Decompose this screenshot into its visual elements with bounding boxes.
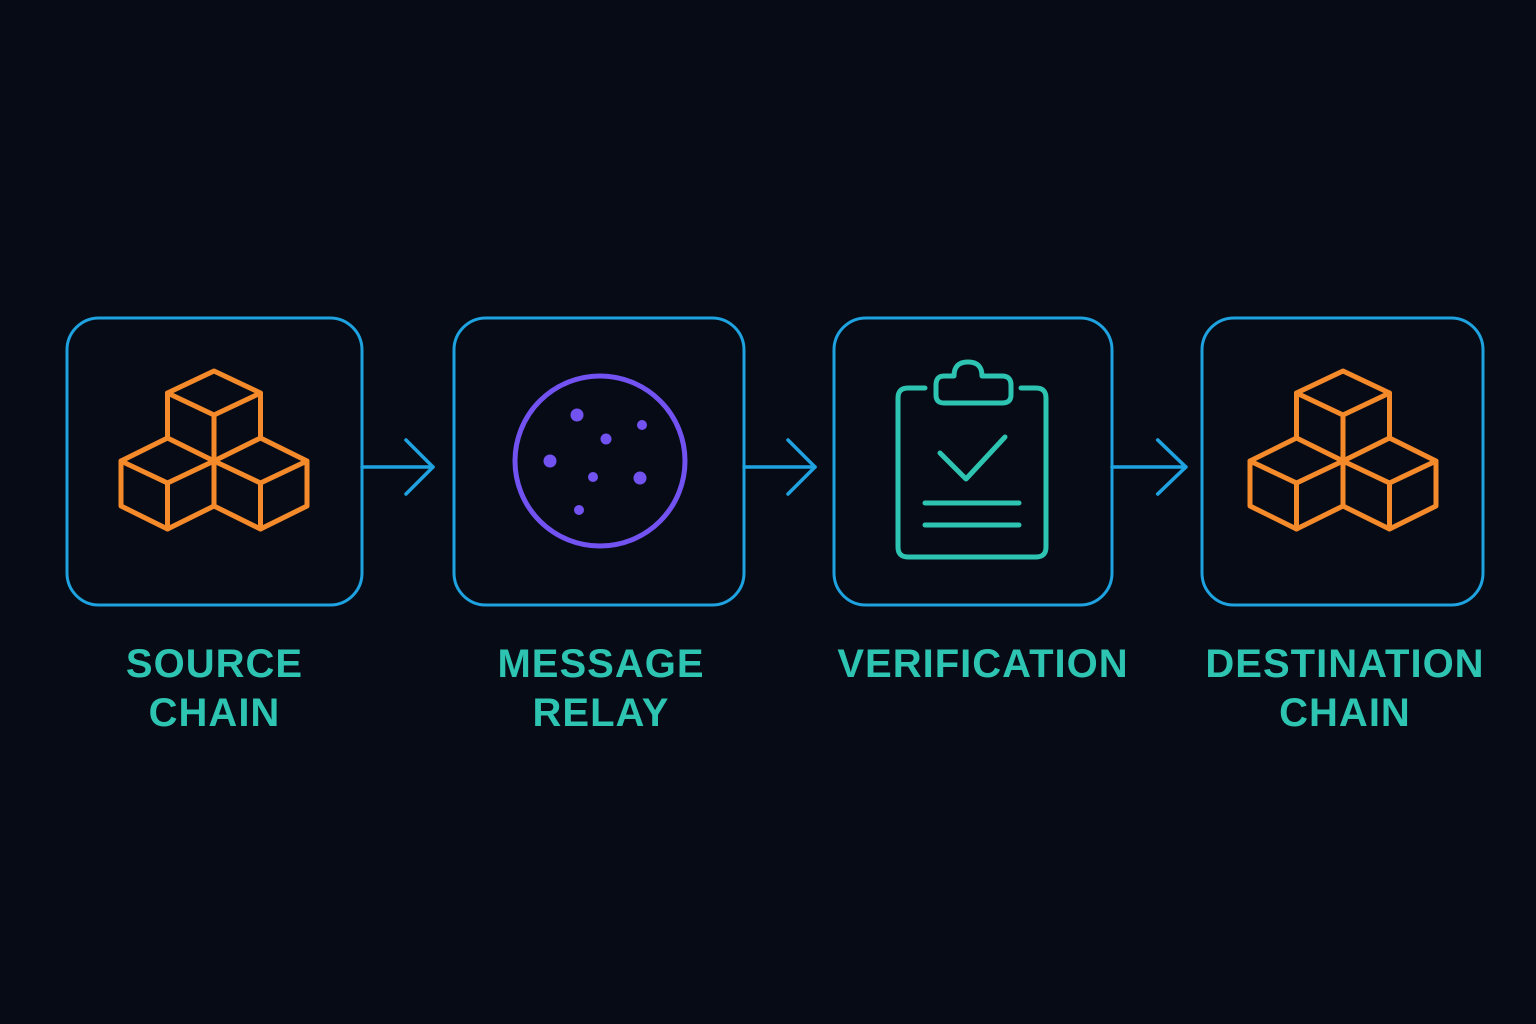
arrow-right-icon [360, 438, 435, 496]
step-verification [832, 316, 1114, 607]
message-relay-label: MESSAGE RELAY [454, 640, 748, 738]
source-chain-box [65, 316, 364, 607]
verification-box [832, 316, 1114, 607]
verification-label: VERIFICATION [824, 640, 1142, 689]
label-line-2: CHAIN [148, 691, 281, 735]
cubes-icon [121, 371, 307, 529]
arrow-right-icon [742, 438, 817, 496]
destination-chain-label: DESTINATION CHAIN [1192, 640, 1498, 738]
destination-chain-box [1200, 316, 1485, 607]
label-line-1: SOURCE [125, 642, 304, 686]
label-line-2: RELAY [532, 691, 670, 735]
source-chain-label: SOURCE CHAIN [67, 640, 362, 738]
label-line-1: VERIFICATION [837, 642, 1129, 686]
network-dots-circle-icon [512, 373, 688, 549]
cubes-icon [1250, 371, 1436, 529]
label-line-1: MESSAGE [497, 642, 705, 686]
step-source-chain [65, 316, 364, 607]
label-line-1: DESTINATION [1205, 642, 1485, 686]
step-message-relay [452, 316, 746, 607]
label-line-2: CHAIN [1279, 691, 1411, 735]
clipboard-check-icon [895, 359, 1049, 560]
step-destination-chain [1200, 316, 1485, 607]
message-relay-box [452, 316, 746, 607]
arrow-right-icon [1110, 438, 1188, 496]
